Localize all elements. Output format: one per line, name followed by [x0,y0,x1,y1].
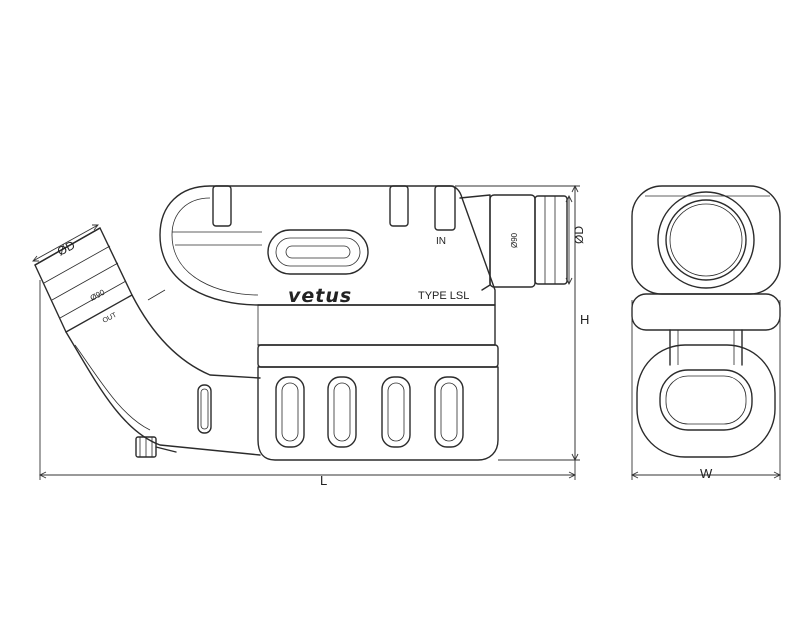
end-view [631,185,781,458]
outlet-label: OUT [102,311,119,324]
lower-chamber [257,304,499,461]
drain-plug [135,436,177,458]
outlet-d-dimension-label: ØD [55,238,78,259]
height-dimension-label: H [580,312,589,327]
outlet-diameter-label: Ø90 [89,287,107,302]
outlet-elbow [65,289,261,456]
inlet-d-dimension-label: ØD [572,226,586,244]
inlet-connector [459,194,568,291]
type-label: TYPE LSL [418,290,469,302]
inlet-diameter-label: Ø90 [510,232,519,248]
dimension-lines: L H W ØD ØD [32,184,782,488]
inlet-label: IN [436,236,446,247]
width-dimension-label: W [700,466,713,481]
outlet-connector [34,227,133,333]
length-dimension-label: L [320,473,327,488]
side-view: vetus TYPE LSL IN Ø90 OUT Ø90 [34,185,568,461]
upper-body [159,185,496,345]
logo: vetus [288,285,352,307]
